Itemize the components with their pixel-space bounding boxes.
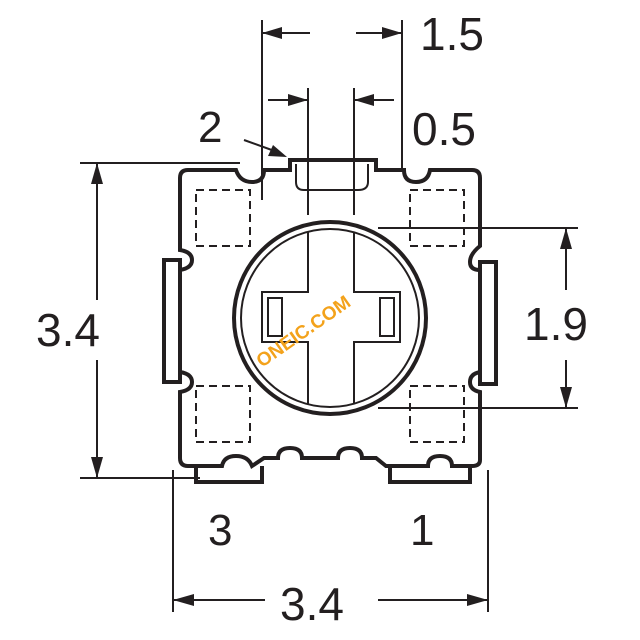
dim-top-width-label: 1.5 [420,8,484,60]
right-terminal-tab [478,260,498,386]
hidden-pads [195,189,465,443]
dim-right-height-label: 1.9 [524,298,588,350]
dim-slot-width-label: 0.5 [412,103,476,155]
dim-right-height: 1.9 [378,227,588,409]
dim-left-height: 3.4 [36,162,240,479]
dim-left-height-label: 3.4 [36,304,100,356]
component-body [162,158,498,484]
rotor [232,220,428,416]
pin-1-label: 1 [410,506,434,555]
dim-bottom-width: 3.4 [172,470,489,630]
dim-slot-width: 0.5 [268,88,476,215]
pin-3-label: 3 [208,506,232,555]
pin-3-terminal [194,466,264,484]
left-terminal-tab [162,258,182,384]
pin-2-callout: 2 [198,103,287,157]
pin-2-label: 2 [198,103,222,152]
dim-bottom-width-label: 3.4 [280,578,344,630]
dim-top-width: 1.5 [261,8,484,200]
pin-1-terminal [388,466,472,484]
